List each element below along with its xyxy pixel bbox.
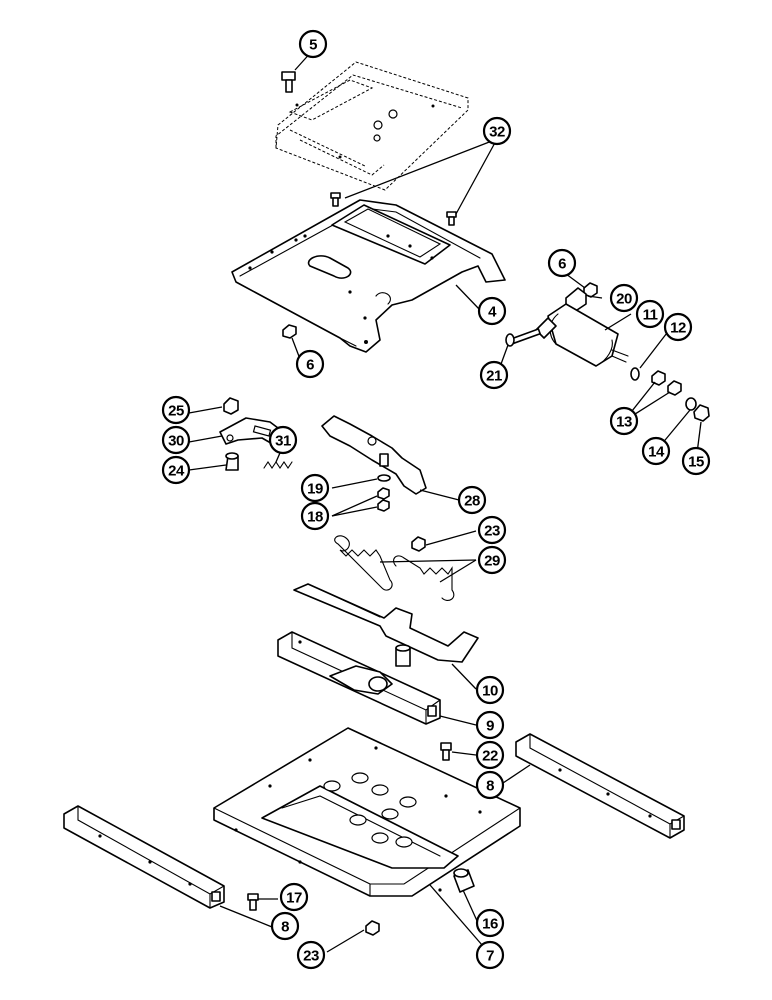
seat-top-plate — [275, 61, 469, 191]
callout-label: 18 — [307, 509, 323, 526]
callout-12: 12 — [663, 312, 693, 342]
washer-part-14 — [685, 397, 697, 411]
bolt-part-22 — [440, 742, 452, 761]
callout-23-lower: 23 — [296, 940, 326, 970]
nut-part-23-upper — [411, 536, 426, 552]
bolt-part-5 — [281, 71, 296, 93]
callout-13: 13 — [609, 406, 639, 436]
springs-part-29 — [334, 535, 455, 601]
callout-label: 7 — [486, 948, 494, 965]
callout-label: 4 — [488, 304, 497, 321]
callout-16: 16 — [475, 908, 505, 938]
callout-15: 15 — [681, 446, 711, 476]
callout-label: 22 — [482, 748, 498, 765]
callout-6-lower: 6 — [295, 349, 325, 379]
lever-parts-24-25-30-31 — [219, 397, 293, 471]
callout-10: 10 — [475, 675, 505, 705]
callout-label: 6 — [558, 256, 566, 273]
pin-part-21 — [509, 328, 541, 345]
callout-5: 5 — [298, 29, 328, 59]
callout-label: 12 — [670, 320, 686, 337]
nut-part-6 — [282, 324, 297, 339]
callout-19: 19 — [300, 473, 330, 503]
nut-part-18a — [377, 487, 390, 500]
callout-label: 13 — [616, 414, 632, 431]
nut-part-18b — [377, 499, 390, 512]
callout-label: 30 — [168, 433, 184, 450]
callout-label: 29 — [484, 553, 500, 570]
callout-label: 20 — [616, 291, 632, 308]
nut-part-25 — [223, 397, 239, 415]
callout-label: 21 — [486, 368, 502, 385]
nut-part-23-lower — [365, 920, 380, 936]
callout-label: 9 — [486, 718, 494, 735]
rail-part-8-left — [63, 805, 225, 909]
callout-label: 24 — [168, 463, 185, 480]
screw-part-32 — [330, 192, 457, 226]
callout-label: 25 — [168, 403, 184, 420]
callout-18: 18 — [300, 501, 330, 531]
callout-label: 5 — [309, 37, 317, 54]
base-frame-part-7 — [213, 727, 521, 897]
callout-label: 32 — [489, 124, 505, 141]
callout-28: 28 — [457, 485, 487, 515]
callout-8-left: 8 — [270, 911, 300, 941]
callout-22: 22 — [475, 740, 505, 770]
callout-label: 28 — [464, 493, 480, 510]
rail-part-8-right — [515, 733, 685, 839]
callout-label: 11 — [643, 307, 658, 324]
bracket-part-10 — [293, 583, 479, 667]
washers-nuts-12-15 — [630, 367, 710, 422]
nut-part-13a — [651, 370, 666, 386]
callout-label: 23 — [484, 523, 500, 540]
callout-20: 20 — [609, 283, 639, 313]
callout-label: 19 — [307, 481, 323, 498]
callout-label: 8 — [486, 778, 494, 795]
callout-label: 23 — [303, 948, 319, 965]
callout-23-upper: 23 — [477, 515, 507, 545]
callout-8-right: 8 — [475, 770, 505, 800]
damper-assembly — [505, 282, 629, 367]
callout-9: 9 — [475, 710, 505, 740]
callout-label: 8 — [281, 919, 289, 936]
callout-4: 4 — [477, 296, 507, 326]
callout-label: 6 — [306, 357, 314, 374]
washer-part-12 — [630, 367, 640, 381]
scissor-frame-part-9 — [277, 631, 441, 725]
nut-part-15 — [693, 404, 710, 422]
bolt-part-17 — [247, 893, 259, 911]
callout-7: 7 — [475, 940, 505, 970]
callout-25: 25 — [161, 395, 191, 425]
callout-label: 17 — [286, 890, 302, 907]
callout-21: 21 — [479, 360, 509, 390]
callout-14: 14 — [641, 436, 671, 466]
callout-6-upper: 6 — [547, 248, 577, 278]
latch-lever-part-28 — [321, 415, 427, 512]
stop-part-16 — [453, 868, 475, 893]
callout-24: 24 — [161, 455, 191, 485]
callout-11: 11 — [635, 299, 665, 329]
callout-label: 10 — [482, 683, 498, 700]
callout-label: 31 — [275, 433, 291, 450]
callout-17: 17 — [279, 882, 309, 912]
callout-29: 29 — [477, 545, 507, 575]
callout-30: 30 — [161, 425, 191, 455]
callout-31: 31 — [268, 425, 298, 455]
washer-part-19 — [377, 474, 391, 482]
nut-part-13b — [667, 380, 682, 396]
callout-32: 32 — [482, 116, 512, 146]
callout-label: 16 — [482, 916, 498, 933]
spring-part-31 — [263, 461, 293, 469]
callout-label: 14 — [648, 444, 665, 461]
callout-label: 15 — [688, 454, 704, 471]
slide-plate-part-4 — [231, 199, 506, 353]
